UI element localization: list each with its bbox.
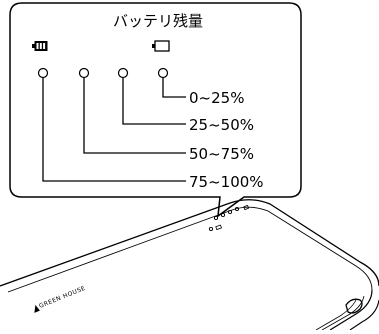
device-battery-icon-2: [243, 204, 249, 210]
leader-line-75-100: [42, 78, 186, 182]
led-indicator-3: [117, 67, 129, 79]
led-indicator-2: [78, 67, 90, 79]
device-side-curve-2: [349, 299, 379, 331]
battery-empty-icon: [152, 40, 170, 52]
device-led-2: [220, 212, 226, 218]
device-illustration: [0, 199, 379, 331]
diagram-title: バッテリ残量: [113, 12, 203, 30]
callout-bubble: [9, 2, 302, 218]
device-side-curve-4: [315, 299, 357, 331]
device-led-5: [208, 226, 214, 232]
battery-full-icon: [32, 41, 48, 51]
level-label-25-50: 25~50%: [189, 116, 254, 134]
level-label-75-100: 75~100%: [189, 173, 264, 191]
led-indicator-1: [37, 67, 49, 79]
device-led-3: [227, 209, 233, 215]
leader-line-0-25: [162, 78, 186, 98]
device-top-edge-inner: [7, 206, 373, 293]
device-brand-label: GREEN HOUSE: [38, 285, 87, 310]
device-led-1: [213, 215, 219, 221]
leader-line-50-75: [83, 78, 186, 154]
device-battery-icon: [215, 224, 222, 230]
device-side-curve-3: [321, 295, 365, 331]
level-label-50-75: 50~75%: [189, 145, 254, 163]
device-led-4: [234, 206, 240, 212]
brand-logo-icon: [34, 304, 40, 313]
leader-line-25-50: [122, 78, 186, 125]
level-label-0-25: 0~25%: [189, 89, 244, 107]
led-indicator-4: [157, 67, 169, 79]
device-usb-port: [345, 298, 363, 314]
device-side-curve-1: [329, 289, 373, 331]
device-top-outline: [0, 199, 379, 287]
